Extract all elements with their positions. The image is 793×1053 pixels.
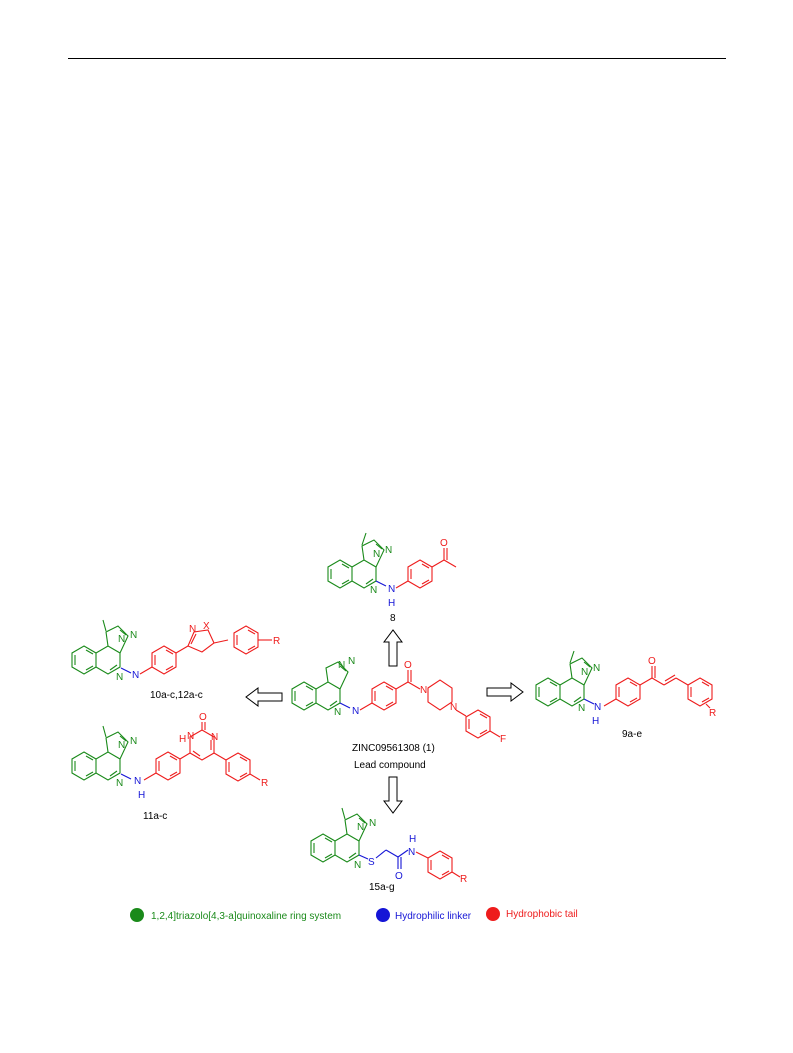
svg-text:N: N: [116, 778, 123, 789]
legend-linker-dot: [376, 908, 390, 922]
svg-text:N: N: [130, 630, 137, 641]
legend-tail-text: Hydrophobic tail: [506, 909, 578, 920]
svg-text:R: R: [273, 636, 280, 647]
legend-scaffold-text: 1,2,4]triazolo[4,3-a]quinoxaline ring sy…: [151, 911, 341, 922]
svg-text:N: N: [116, 672, 123, 683]
svg-text:N: N: [132, 670, 139, 681]
compound-8-structure: N N N N H O: [327, 532, 457, 609]
compound-10-12-label: 10a-c,12a-c: [150, 690, 203, 701]
svg-text:N: N: [118, 740, 125, 751]
svg-text:O: O: [395, 871, 403, 882]
svg-text:H: H: [592, 716, 599, 727]
svg-text:N: N: [354, 860, 361, 871]
arrow-down: [383, 776, 403, 814]
svg-text:N: N: [593, 663, 600, 674]
svg-text:N: N: [408, 847, 415, 858]
arrow-right: [486, 682, 524, 702]
svg-text:N: N: [211, 732, 218, 743]
svg-text:N: N: [450, 702, 457, 713]
compound-10-12-structure: N N N N N X R: [71, 619, 280, 683]
svg-text:X: X: [203, 621, 210, 632]
compound-15-structure: N N N S O N H R: [310, 807, 467, 885]
svg-text:F: F: [500, 734, 506, 745]
svg-text:N: N: [370, 585, 377, 596]
svg-text:N: N: [134, 776, 141, 787]
svg-text:N: N: [581, 667, 588, 678]
svg-text:O: O: [199, 712, 207, 723]
svg-text:N: N: [357, 822, 364, 833]
svg-text:N: N: [189, 624, 196, 635]
legend-linker-text: Hydrophilic linker: [395, 911, 472, 922]
svg-text:R: R: [261, 778, 268, 789]
svg-text:R: R: [460, 874, 467, 885]
svg-text:O: O: [440, 538, 448, 549]
compound-8-label: 8: [390, 613, 396, 624]
svg-text:N: N: [130, 736, 137, 747]
svg-text:N: N: [118, 634, 125, 645]
svg-text:R: R: [709, 708, 716, 719]
lead-compound-structure: N N N N O N N F: [291, 656, 506, 745]
compound-11-label: 11a-c: [143, 811, 167, 822]
svg-text:N: N: [338, 660, 345, 671]
svg-text:H: H: [179, 734, 186, 745]
legend: 1,2,4]triazolo[4,3-a]quinoxaline ring sy…: [130, 907, 578, 922]
legend-tail-dot: [486, 907, 500, 921]
svg-text:N: N: [385, 545, 392, 556]
arrow-left: [245, 687, 283, 707]
svg-text:N: N: [373, 549, 380, 560]
svg-text:N: N: [369, 818, 376, 829]
compound-9-structure: N N N N H O R: [535, 650, 716, 727]
arrow-up: [383, 629, 403, 667]
svg-text:N: N: [388, 584, 395, 595]
svg-text:S: S: [368, 857, 375, 868]
compound-9-label: 9a-e: [622, 729, 642, 740]
svg-text:N: N: [334, 707, 341, 718]
svg-text:N: N: [578, 703, 585, 714]
svg-text:H: H: [388, 598, 395, 609]
svg-text:N: N: [352, 706, 359, 717]
svg-text:H: H: [409, 834, 416, 845]
svg-text:O: O: [404, 660, 412, 671]
svg-text:N: N: [594, 702, 601, 713]
compound-11-structure: N N N N H H N N O R: [71, 712, 268, 801]
legend-scaffold-dot: [130, 908, 144, 922]
header-rule: [68, 58, 726, 59]
svg-text:O: O: [648, 656, 656, 667]
svg-text:H: H: [138, 790, 145, 801]
svg-text:N: N: [187, 731, 194, 742]
lead-compound-caption: Lead compound: [354, 760, 426, 771]
compound-15-label: 15a-g: [369, 882, 395, 893]
lead-compound-id: ZINC09561308 (1): [352, 743, 435, 754]
svg-text:N: N: [348, 656, 355, 667]
svg-text:N: N: [420, 685, 427, 696]
